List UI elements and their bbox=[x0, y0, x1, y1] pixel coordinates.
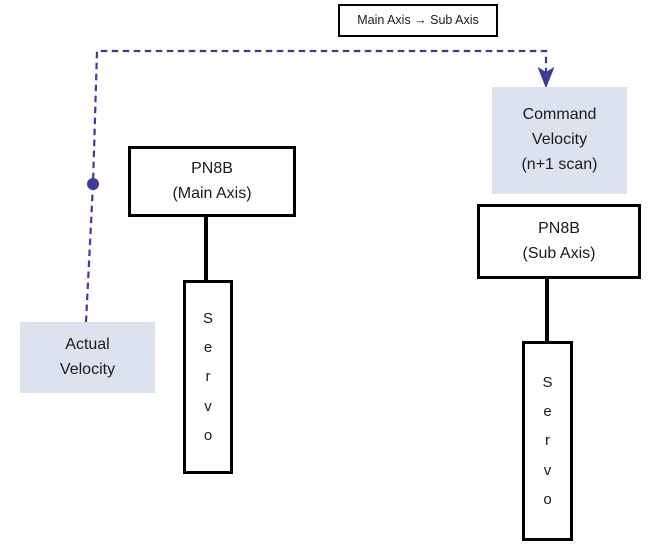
actual-velocity-line-1: Actual bbox=[65, 335, 110, 353]
servo-main-letter-1: S bbox=[202, 309, 213, 327]
servo-main-letter-4: v bbox=[204, 397, 212, 415]
main-axis-to-sub-axis-text: Main Axis → Sub Axis bbox=[357, 12, 479, 27]
servo-main-letter-3: r bbox=[205, 368, 211, 386]
command-velocity-box: Command Velocity (n+1 scan) bbox=[492, 87, 627, 194]
arrowhead-down-icon bbox=[537, 66, 555, 89]
actual-velocity-box: Actual Velocity bbox=[20, 322, 155, 393]
servo-main-letter-2: e bbox=[203, 339, 213, 357]
actual-velocity-line-2: Velocity bbox=[59, 360, 116, 378]
pn8b-sub-to-servo-link bbox=[545, 276, 549, 343]
pn8b-sub-axis-line-1: PN8B bbox=[538, 219, 580, 237]
command-velocity-line-2: Velocity bbox=[531, 131, 588, 149]
servo-main-axis-box: S e r v o bbox=[183, 280, 233, 474]
pn8b-main-to-servo-link bbox=[204, 214, 208, 282]
servo-sub-letter-1: S bbox=[542, 373, 553, 391]
servo-sub-letter-4: v bbox=[543, 461, 552, 479]
pn8b-sub-axis-box: PN8B (Sub Axis) bbox=[477, 204, 641, 279]
command-velocity-line-1: Command bbox=[522, 106, 597, 124]
command-velocity-line-3: (n+1 scan) bbox=[521, 155, 598, 173]
pn8b-main-axis-line-2: (Main Axis) bbox=[172, 184, 252, 202]
servo-sub-letter-3: r bbox=[545, 432, 550, 450]
servo-sub-axis-box: S e r v o bbox=[522, 341, 573, 541]
pn8b-main-axis-box: PN8B (Main Axis) bbox=[128, 146, 296, 217]
servo-sub-letter-2: e bbox=[543, 403, 552, 421]
waypoint-dot-icon bbox=[87, 178, 99, 190]
servo-sub-letter-5: o bbox=[543, 490, 552, 508]
servo-main-letter-5: o bbox=[203, 426, 213, 444]
pn8b-main-axis-line-1: PN8B bbox=[191, 159, 233, 177]
main-axis-to-sub-axis-label: Main Axis → Sub Axis bbox=[338, 4, 498, 37]
pn8b-sub-axis-line-2: (Sub Axis) bbox=[522, 244, 596, 262]
